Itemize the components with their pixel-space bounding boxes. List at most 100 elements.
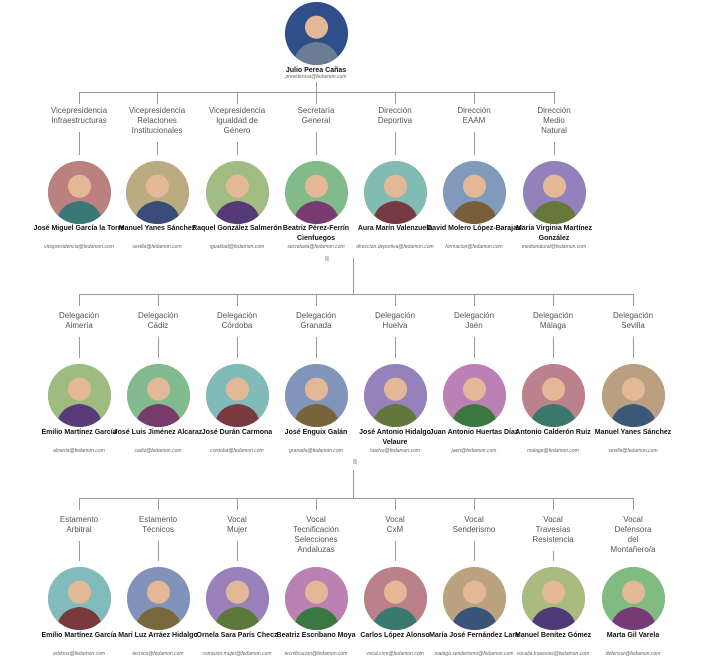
head-photo: [285, 2, 348, 65]
vice-email: sevilla@fedamon.com: [132, 244, 182, 250]
delegacion-role: Delegación Jaén: [453, 311, 495, 330]
head-connector: [316, 82, 317, 92]
delegacion-role: Delegación Granada: [295, 311, 337, 330]
vocal-email: malaga.senderismo@fedamon.com: [434, 651, 514, 657]
vocal-stub: [553, 551, 554, 561]
delegacion-photo: [284, 364, 348, 427]
vice-email: igualdad@fedamon.com: [209, 244, 265, 250]
vocal-role: Estamento Técnicos: [138, 515, 178, 534]
person-silhouette-icon: [284, 567, 348, 630]
delegacion-stub: [316, 337, 317, 358]
vice-stub: [395, 132, 396, 155]
delegacion-drop: [553, 294, 554, 306]
delegacion-drop: [395, 294, 396, 306]
vice-stub: [157, 142, 158, 155]
vice-name: Manuel Yanes Sánchez: [118, 225, 196, 232]
delegacion-drop: [237, 294, 238, 306]
vice-photo: [47, 161, 111, 224]
delegacion-drop: [316, 294, 317, 306]
person-silhouette-icon: [442, 364, 506, 427]
delegacion-email: almeria@fedamon.com: [53, 448, 105, 454]
delegacion-drop: [158, 294, 159, 306]
vice-name: Beatriz Pérez-Ferrín Cienfuegos: [282, 225, 350, 242]
vice-stub: [474, 132, 475, 155]
vocal-name: Ornela Sara París Checz: [196, 632, 278, 639]
delegacion-email: malaga@fedamon.com: [527, 448, 579, 454]
vice-bar: [79, 92, 555, 93]
person-silhouette-icon: [442, 567, 506, 630]
vice-drop: [554, 92, 555, 104]
vice-role: Secretaría General: [297, 106, 335, 125]
vice-role: Vicepresidencia Igualdad de Género: [208, 106, 266, 135]
vocal-name: Marta Gil Varela: [606, 632, 660, 639]
delegacion-email: cordoba@fedamon.com: [210, 448, 264, 454]
delegacion-role: Delegación Sevilla: [612, 311, 654, 330]
vocal-name: Mari Luz Arráez Hidalgo: [118, 632, 198, 639]
vocal-role: Vocal Defensora del Montañero/a: [610, 515, 656, 554]
vice-email: secretaria@fedamon.com: [287, 244, 345, 250]
vice-role: Dirección Deportiva: [377, 106, 413, 125]
vice-drop: [395, 92, 396, 104]
vocal-email: comision.mujer@fedamon.com: [202, 651, 272, 657]
vocal-bar: [79, 498, 634, 499]
vocal-photo: [126, 567, 190, 630]
vocal-photo: [47, 567, 111, 630]
delegacion-email: huelva@fedamon.com: [369, 448, 421, 454]
person-silhouette-icon: [205, 567, 269, 630]
vocal-name: Carlos López Alonso: [360, 632, 430, 639]
vocal-role: Vocal Travesías Resistencia: [532, 515, 574, 544]
vice-name: María Virginia Martínez González: [515, 225, 593, 242]
person-silhouette-icon: [47, 567, 111, 630]
vice-email: direccion.deportiva@fedamon.com: [356, 244, 434, 250]
delegacion-drop: [474, 294, 475, 306]
person-silhouette-icon: [363, 161, 427, 224]
vocal-drop: [553, 498, 554, 510]
person-silhouette-icon: [126, 567, 190, 630]
person-silhouette-icon: [521, 567, 585, 630]
person-silhouette-icon: [205, 161, 269, 224]
vocal-name: María José Fernández Lara: [429, 632, 519, 639]
person-silhouette-icon: [285, 2, 348, 65]
vice-drop: [237, 92, 238, 104]
delegacion-stub: [474, 337, 475, 358]
vocal-drop: [474, 498, 475, 510]
vice-photo: [522, 161, 586, 224]
person-silhouette-icon: [126, 364, 190, 427]
person-silhouette-icon: [284, 364, 348, 427]
vocal-name: Beatriz Escribano Moya: [276, 632, 356, 639]
delegacion-stub: [158, 337, 159, 358]
vocal-drop: [79, 498, 80, 510]
delegacion-photo: [442, 364, 506, 427]
person-silhouette-icon: [47, 161, 111, 224]
delegacion-stub: [395, 337, 396, 358]
delegacion-photo: [521, 364, 585, 427]
vocal-drop: [158, 498, 159, 510]
vice-name: David Molero López-Barajas: [427, 225, 521, 232]
vice-email: medionatural@fedamon.com: [521, 244, 587, 250]
delegacion-role: Delegación Almería: [58, 311, 100, 330]
vice-role: Vicepresidencia Infraestructuras: [50, 106, 108, 125]
vice-drop: [79, 92, 80, 104]
delegacion-name: José Enguix Galán: [284, 429, 348, 436]
vice-stub: [554, 142, 555, 155]
delegacion-name: Manuel Yanes Sánchez: [594, 429, 672, 436]
delegacion-bar: [79, 294, 634, 295]
delegacion-stub: [79, 337, 80, 358]
vice-role: Dirección EAAM: [457, 106, 491, 125]
vice-email: vicepresidencia@fedamon.com: [44, 244, 114, 250]
vocal-drop: [633, 498, 634, 510]
vice-role: Vicepresidencia Relaciones Institucional…: [128, 106, 186, 135]
delegacion-role: Delegación Huelva: [374, 311, 416, 330]
delegacion-name: José Antonio Hidalgo Velaure: [359, 429, 431, 446]
delegacion-name: José Durán Carmona: [201, 429, 273, 436]
delegacion-role: Delegación Málaga: [532, 311, 574, 330]
vocal-photo: [601, 567, 665, 630]
vice-photo: [442, 161, 506, 224]
vocal-stub: [474, 541, 475, 561]
separator-mark: II: [325, 256, 329, 263]
vocal-role: Vocal Mujer: [226, 515, 247, 534]
delegacion-drop: [79, 294, 80, 306]
vice-photo: [205, 161, 269, 224]
vocal-stub: [395, 541, 396, 561]
delegacion-name: Antonio Calderón Ruiz: [515, 429, 591, 436]
